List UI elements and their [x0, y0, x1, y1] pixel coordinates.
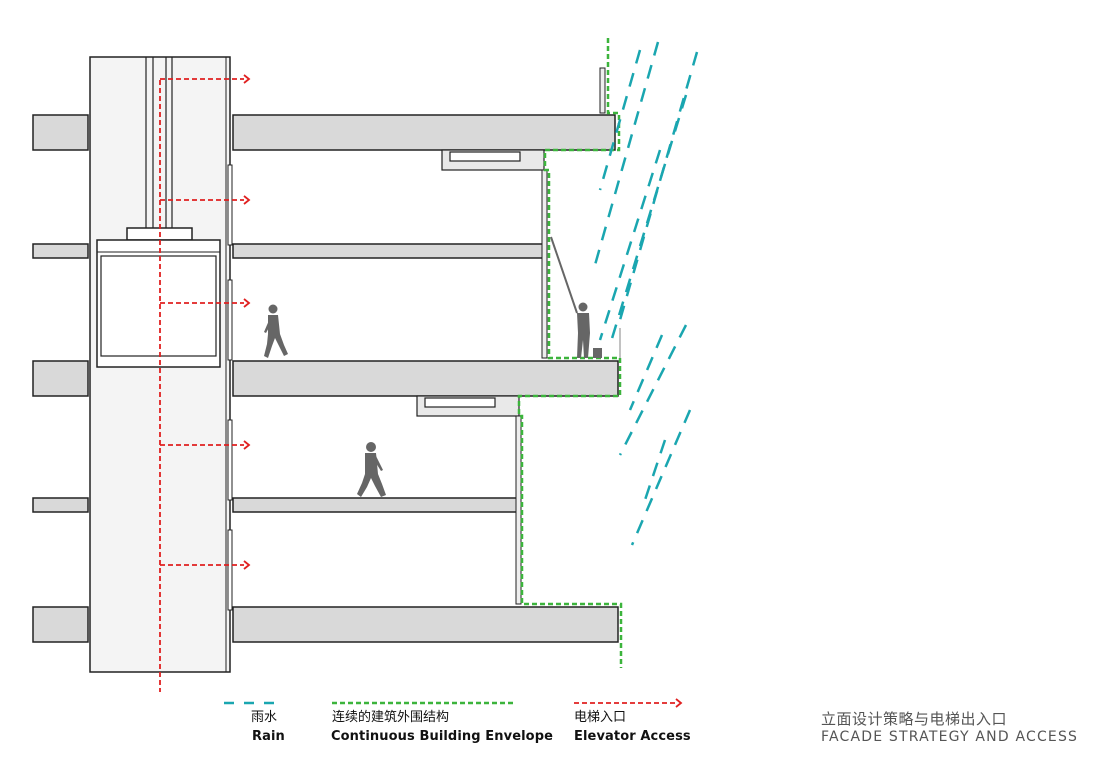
legend-rain-zh: 雨水 — [251, 710, 278, 725]
floor-slab-5 — [232, 606, 619, 643]
floor-slab-4 — [232, 497, 518, 513]
left-slab-5 — [32, 606, 89, 643]
rain-4 — [608, 94, 688, 346]
elevator-arrowheads — [243, 74, 251, 570]
person-walking-icon — [264, 304, 288, 358]
arrowhead-5 — [243, 560, 251, 570]
legend-envelope-en: Continuous Building Envelope — [331, 729, 554, 744]
legend-rain-en: Rain — [252, 729, 285, 744]
rain-8 — [630, 409, 692, 546]
rain-7 — [628, 334, 664, 411]
shaft-door-3 — [227, 419, 233, 501]
person-walking-icon-2 — [357, 442, 386, 497]
left-slab-3 — [32, 360, 89, 397]
diagram-title-zh: 立面设计策略与电梯出入口 — [821, 710, 1008, 728]
cab-inner — [100, 255, 217, 357]
floor-slabs — [232, 114, 619, 643]
legend-elevator-zh: 电梯入口 — [574, 710, 627, 725]
rain-5 — [598, 149, 662, 341]
left-slab-4 — [32, 497, 89, 513]
glass-facade — [227, 67, 606, 611]
arrowhead-2 — [243, 195, 251, 205]
arrowhead-4 — [243, 440, 251, 450]
left-slab-stubs — [32, 114, 89, 643]
rain-2 — [618, 51, 699, 321]
facade-glass-lower — [515, 415, 522, 605]
ceiling-unit-1-inner — [449, 151, 521, 162]
floor-slab-3 — [232, 360, 619, 397]
rain-1 — [593, 41, 660, 266]
arrowhead-3 — [243, 298, 251, 308]
parapet-top — [599, 67, 606, 114]
ceiling-unit-2-inner — [424, 397, 496, 408]
legend-samples — [224, 698, 683, 708]
arrowhead-1 — [243, 74, 251, 84]
legend-elevator-en: Elevator Access — [574, 729, 691, 744]
left-slab-2 — [32, 243, 89, 259]
elevator-access-arrows — [159, 78, 244, 692]
shaft-door-2 — [227, 279, 233, 361]
facade-glass-upper — [541, 169, 548, 359]
floor-slab-2 — [232, 243, 544, 259]
diagram-title-en: FACADE STRATEGY AND ACCESS — [821, 729, 1079, 745]
rain-lines — [593, 41, 699, 546]
rain-6 — [618, 324, 688, 456]
rain-3 — [598, 49, 642, 191]
left-slab-1 — [32, 114, 89, 151]
shaft-door-4 — [227, 529, 233, 611]
legend-elevator-arrowhead — [675, 698, 683, 708]
rain-9 — [643, 439, 667, 501]
legend-envelope-zh: 连续的建筑外围结构 — [332, 710, 450, 725]
elevator-shaft — [89, 56, 231, 673]
shaft-door-1 — [227, 164, 233, 246]
floor-slab-1 — [232, 114, 616, 151]
bucket-icon — [593, 348, 602, 358]
window-washer-icon — [550, 236, 590, 358]
